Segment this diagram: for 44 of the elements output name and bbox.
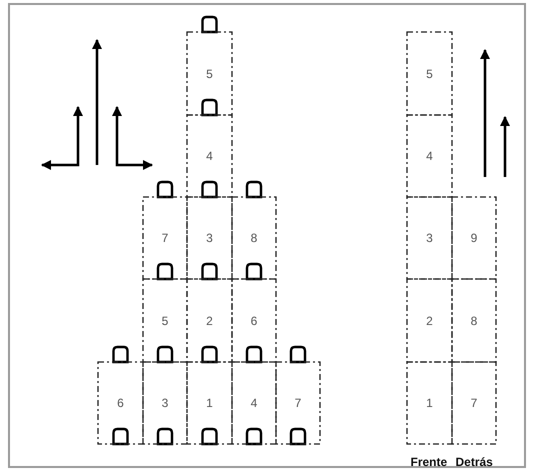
seat-number: 5 [206, 66, 213, 80]
seat-cell [407, 32, 452, 115]
seat-number: 4 [426, 149, 433, 163]
column-label: Detrás [456, 455, 493, 469]
seat-number: 8 [470, 314, 478, 328]
seat-cell [187, 197, 232, 279]
seat-number: 7 [294, 396, 302, 410]
seat-cell [187, 115, 232, 197]
seat-cell [407, 197, 452, 279]
seat-number: 3 [206, 231, 213, 245]
seat-number: 7 [470, 396, 478, 410]
seat-cell [276, 362, 320, 444]
seat-number: 3 [426, 231, 433, 245]
seat-number: 4 [206, 149, 213, 163]
seat-cell [407, 115, 452, 197]
seat-number: 2 [426, 314, 433, 328]
seat-cell [187, 362, 232, 444]
seat-number: 1 [426, 396, 433, 410]
seat-cell [452, 279, 496, 362]
seat-number: 9 [470, 231, 478, 245]
seat-number: 5 [426, 66, 433, 80]
seat-number: 4 [250, 396, 258, 410]
seat-cell [452, 362, 496, 444]
seat-cell [143, 362, 187, 444]
seat-number: 6 [250, 314, 258, 328]
seat-cell [407, 279, 452, 362]
column-label: Frente [410, 455, 448, 469]
seat-number: 8 [250, 231, 258, 245]
seat-cell [407, 362, 452, 444]
seat-cell [232, 279, 276, 362]
seat-number: 5 [162, 314, 168, 328]
seat-cell [98, 362, 143, 444]
seat-cell [187, 32, 232, 115]
seat-cell [232, 362, 276, 444]
seat-number: 3 [162, 396, 168, 410]
seat-cell [187, 279, 232, 362]
seat-cell [143, 279, 187, 362]
seat-number: 6 [117, 396, 124, 410]
seat-cell [143, 197, 187, 279]
seat-number: 1 [206, 396, 213, 410]
seat-number: 7 [162, 231, 168, 245]
seat-number: 2 [206, 314, 213, 328]
seat-cell [232, 197, 276, 279]
seat-cell [452, 197, 496, 279]
